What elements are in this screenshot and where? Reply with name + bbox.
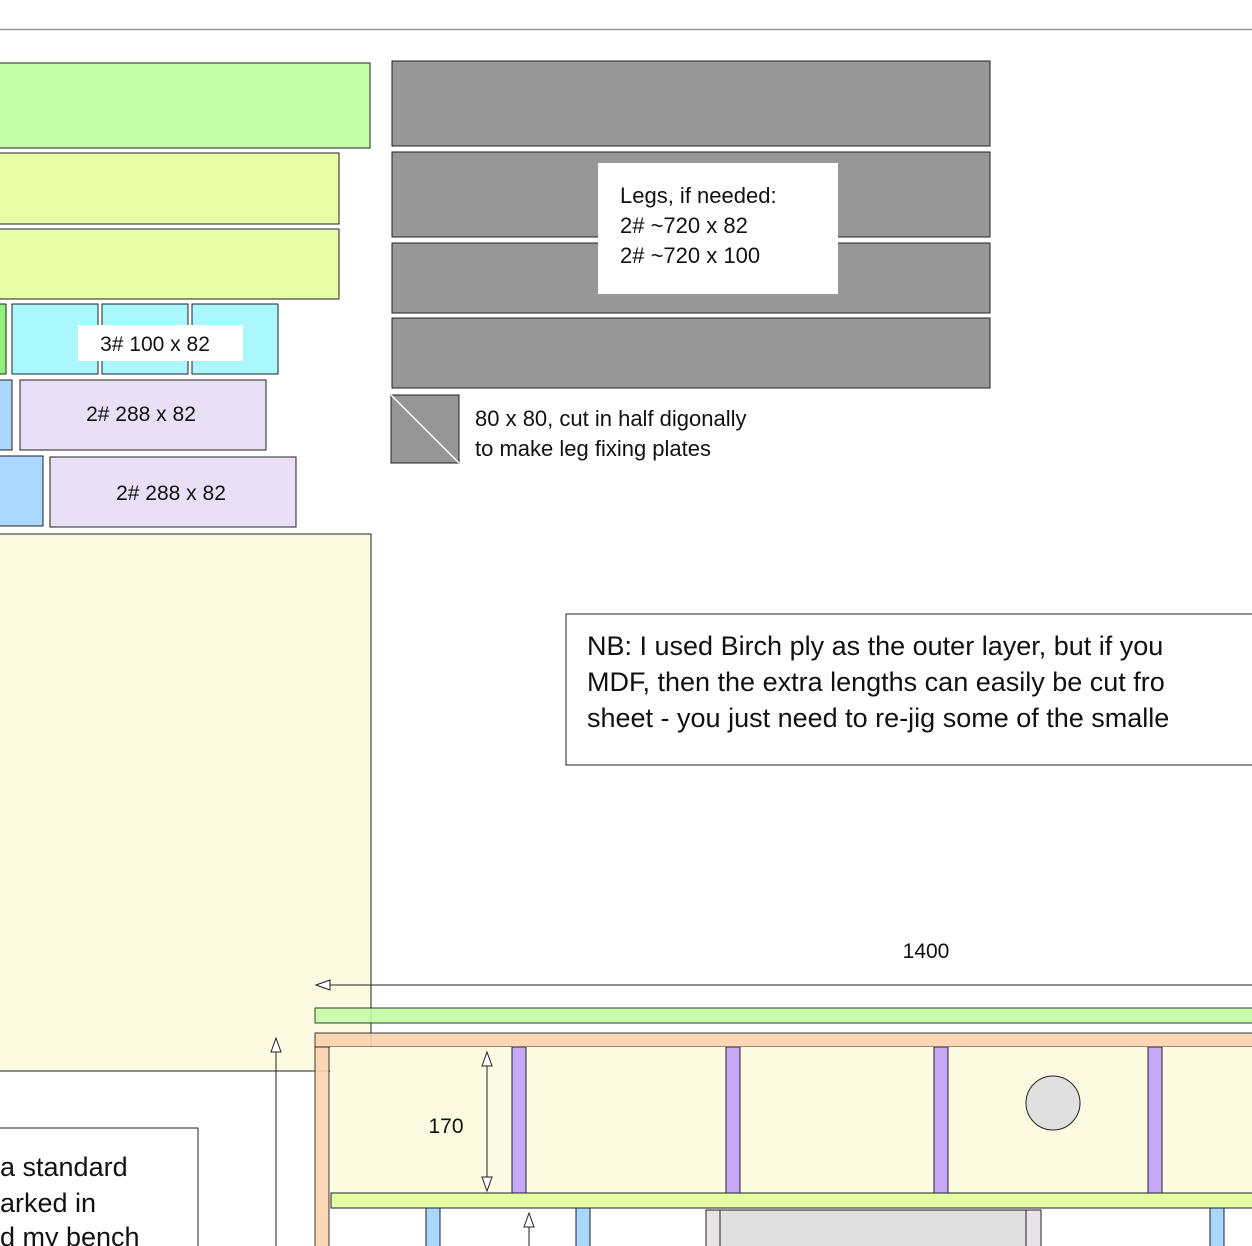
dimension-width-label: 1400 — [903, 940, 950, 963]
bench-lower-post-2 — [575, 1207, 591, 1246]
bench-hole — [1025, 1075, 1081, 1131]
label-box-small-blocks — [78, 325, 243, 361]
bench-post-1 — [511, 1046, 527, 1194]
lower-dimension-arrow — [523, 1211, 535, 1228]
left-note-line-2: arked in — [0, 1188, 96, 1218]
leg-board-4 — [391, 317, 991, 389]
label-purple-1: 2# 288 x 82 — [86, 403, 196, 426]
legs-line-1: 2# ~720 x 82 — [620, 213, 748, 238]
left-note-box — [0, 1127, 199, 1246]
plate-note-line-1: 80 x 80, cut in half digonally — [475, 406, 747, 431]
board-yellowgreen-1 — [0, 152, 340, 225]
legs-label-box — [598, 163, 838, 294]
dimension-width-arrowhead — [314, 979, 331, 991]
dimension-height-arrow-top — [481, 1050, 493, 1067]
board-purple-1 — [19, 379, 267, 451]
bench-lower-post-1 — [425, 1207, 441, 1246]
bench-frame-left — [314, 1046, 330, 1246]
nb-line-3: sheet - you just need to re-jig some of … — [587, 703, 1169, 733]
board-purple-2 — [49, 456, 297, 528]
label-purple-2: 2# 288 x 82 — [116, 482, 226, 505]
bench-interior — [330, 1047, 1252, 1193]
bench-post-3 — [933, 1046, 949, 1194]
board-blue-edge-1 — [0, 379, 13, 451]
legs-line-2: 2# ~720 x 100 — [620, 243, 760, 268]
board-green-top — [0, 62, 371, 149]
fixing-plate-diagonal — [390, 394, 460, 464]
bench-post-4 — [1147, 1046, 1163, 1194]
bench-top-strip — [314, 1007, 1252, 1024]
nb-line-2: MDF, then the extra lengths can easily b… — [587, 667, 1165, 697]
dimension-height-label: 170 — [428, 1115, 463, 1138]
legs-title: Legs, if needed: — [620, 183, 777, 208]
bench-drawer-inner — [719, 1209, 1027, 1246]
left-note-line-3: d my bench — [0, 1222, 140, 1246]
bench-lower-post-3 — [1209, 1207, 1225, 1246]
board-blue-edge-2 — [0, 455, 44, 527]
plate-note-line-2: to make leg fixing plates — [475, 436, 711, 461]
bench-frame-top — [314, 1032, 1252, 1048]
nb-note-box — [565, 613, 1252, 766]
left-dimension-arrow — [270, 1036, 282, 1053]
dimension-height-arrow-bottom — [481, 1176, 493, 1193]
board-yellowgreen-2 — [0, 228, 340, 300]
leg-board-1 — [391, 60, 991, 147]
label-small-blocks: 3# 100 x 82 — [100, 333, 210, 356]
board-cream-large — [0, 533, 372, 1072]
nb-line-1: NB: I used Birch ply as the outer layer,… — [587, 631, 1163, 661]
left-note-line-1: a standard — [0, 1152, 128, 1182]
block-green-edge — [0, 303, 7, 375]
bench-shelf-strip — [330, 1192, 1252, 1209]
bench-post-2 — [725, 1046, 741, 1194]
